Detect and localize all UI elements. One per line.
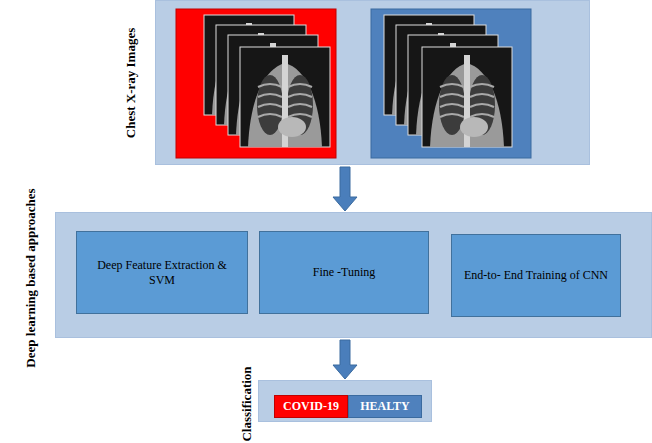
box-label: HEALTY <box>354 399 416 413</box>
panel-heading: Deep learning based approaches <box>23 188 39 367</box>
box-label: End-to- End Training of CNN <box>458 268 614 282</box>
flow-arrow <box>333 340 357 379</box>
class-label-box: HEALTY <box>348 395 422 418</box>
flow-arrow <box>333 167 357 211</box>
approach-panel: Deep learning based approachesDeep Featu… <box>55 212 652 338</box>
xray-illustration <box>156 1 591 166</box>
image-panel: Chest X-ray Images <box>155 0 590 165</box>
box-label: Deep Feature Extraction & SVM <box>77 258 247 287</box>
process-box: Deep Feature Extraction & SVM <box>76 231 248 314</box>
process-box: End-to- End Training of CNN <box>451 234 621 317</box>
process-box: Fine -Tuning <box>259 231 429 314</box>
class-label-box: COVID-19 <box>274 395 348 418</box>
classification-panel: ClassificationCOVID-19HEALTY <box>258 380 432 422</box>
panel-heading: Chest X-ray Images <box>123 28 139 138</box>
box-label: Fine -Tuning <box>307 265 382 279</box>
panel-heading: Classification <box>239 366 255 441</box>
box-label: COVID-19 <box>277 399 345 413</box>
